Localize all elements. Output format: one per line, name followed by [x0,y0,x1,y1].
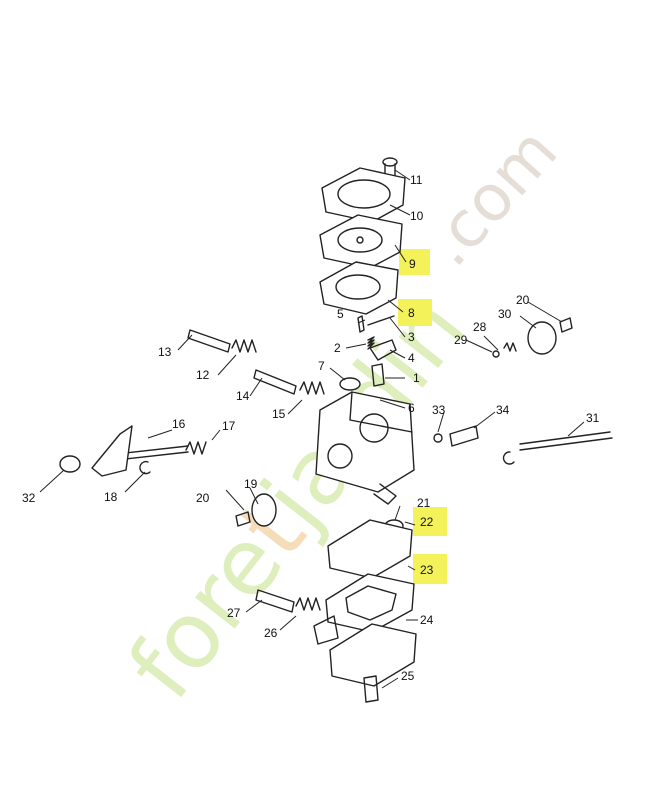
callout-27: 27 [227,606,241,620]
callout-15: 15 [272,407,286,421]
part-28-spring [503,342,517,352]
callout-2: 2 [334,341,341,355]
callout-19: 19 [244,477,258,491]
callout-21: 21 [417,496,431,510]
highlight-box-9 [399,249,430,275]
highlight-box-23 [413,554,447,584]
callout-3: 3 [408,330,415,344]
highlights [398,249,447,584]
parts [59,157,613,703]
part-30-cover [527,321,557,355]
callout-20-right: 20 [516,293,530,307]
part-17-spring [185,441,207,455]
callout-24: 24 [420,613,434,627]
callout-9: 9 [409,257,416,271]
part-29-ball [492,350,500,358]
callout-33: 33 [432,403,446,417]
part-9-diaphragm [319,214,403,269]
part-24-pump-body [329,623,417,687]
part-13-screw [187,329,231,353]
callout-25: 25 [401,669,415,683]
callout-32: 32 [22,491,36,505]
part-27-screw [255,589,295,613]
callout-7: 7 [318,359,325,373]
part-31-shaft [519,431,613,451]
callout-11: 11 [410,173,423,187]
highlight-box-22 [413,507,447,536]
part-4-lever [369,339,397,361]
callout-12: 12 [196,368,210,382]
callout-23: 23 [420,563,434,577]
part-10-cover [321,167,406,223]
callout-6: 6 [408,401,415,415]
callout-20-left: 20 [196,491,210,505]
watermark-domain: .com [412,114,572,280]
part-12-spring [231,339,257,353]
part-3-pin [367,315,395,326]
part-25-screw [363,675,379,703]
callout-5: 5 [337,307,344,321]
part-21-gasket [327,519,413,579]
callout-10: 10 [410,209,424,223]
callout-18: 18 [104,490,118,504]
part-1-needle [371,363,385,387]
part-8-gasket [319,261,399,315]
part-11-screw [382,157,398,177]
part-33-ring [433,433,443,443]
part-14-screw [253,369,297,395]
callout-29: 29 [454,333,468,347]
callout-14: 14 [236,389,250,403]
part-20-screw-right [559,317,573,333]
part-19-plate [251,493,277,527]
part-15-spring [299,381,325,395]
part-5-screw [357,315,365,333]
callouts: 1 2 3 4 5 6 7 8 9 10 11 12 13 14 15 16 1… [22,173,600,683]
callout-34: 34 [496,403,510,417]
part-31-clip [502,451,515,465]
callout-16: 16 [172,417,186,431]
part-2-spring [367,336,375,350]
part-7-disc [339,377,361,391]
part-34-fitting [449,425,479,447]
callout-4: 4 [408,351,415,365]
part-18-clip [139,460,151,475]
callout-31: 31 [586,411,600,425]
part-20-screw-left [235,511,251,527]
part-16-lever [91,425,133,477]
callout-8: 8 [408,306,415,320]
part-26-spring [295,597,321,611]
callout-1: 1 [413,371,420,385]
part-6-body [315,391,415,505]
part-23-gasket [325,573,415,633]
callout-13: 13 [158,345,172,359]
leader-lines [39,169,585,689]
highlight-box-8 [398,299,432,326]
callout-28: 28 [473,320,487,334]
callout-17: 17 [222,419,236,433]
callout-22: 22 [420,515,434,529]
part-32-cap [59,455,81,473]
callout-30: 30 [498,307,512,321]
callout-26: 26 [264,626,278,640]
